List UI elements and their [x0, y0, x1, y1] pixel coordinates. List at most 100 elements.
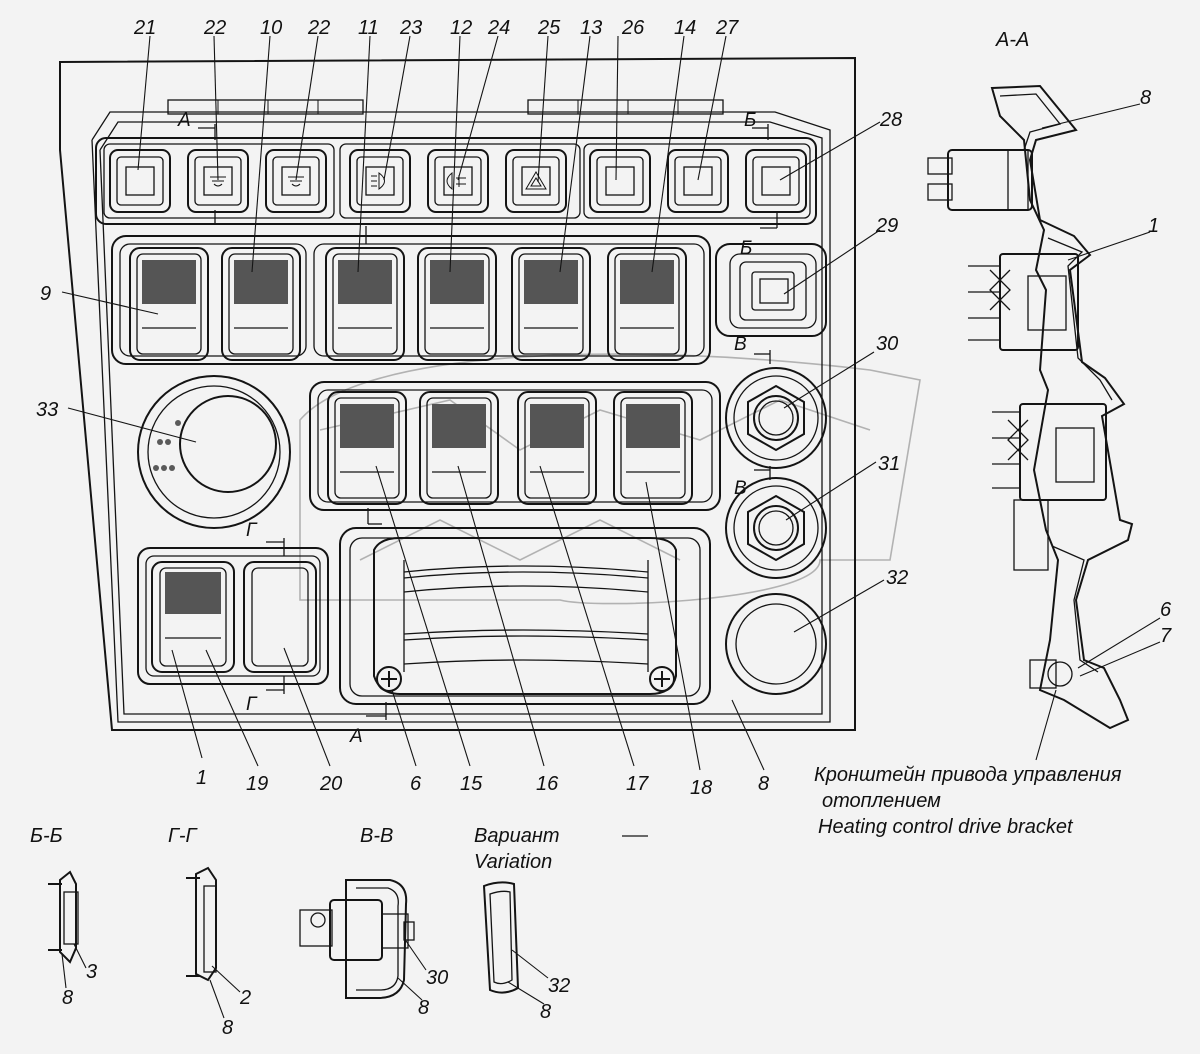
rear-fog-lamp-icon [446, 171, 466, 191]
section-letters: А Б Б В В Г Г А [177, 110, 756, 747]
callout-20: 20 [319, 773, 342, 795]
vv-callout-30: 30 [426, 967, 448, 989]
callout-31: 31 [878, 453, 900, 475]
callout-numbers: 21 22 10 22 11 23 12 24 25 13 26 14 27 2… [36, 17, 908, 799]
variant-title-en: Variation [474, 851, 552, 873]
square-switch-9 [745, 149, 807, 213]
callout-14: 14 [674, 17, 696, 39]
callout-10: 10 [260, 17, 282, 39]
rocker-row-2 [309, 381, 721, 511]
callout-28: 28 [879, 109, 902, 131]
hazard-warning-icon [525, 171, 547, 190]
gg-callout-2: 2 [239, 987, 251, 1009]
gg-callout-8: 8 [222, 1017, 233, 1039]
square-switches [109, 149, 807, 213]
detail-gg [186, 866, 241, 1019]
rocker-switches-row-2 [327, 391, 693, 505]
callout-1: 1 [196, 767, 207, 789]
callout-13: 13 [580, 17, 602, 39]
detail-vv-title: В-В [360, 825, 393, 847]
callout-9: 9 [40, 283, 51, 305]
callout-30: 30 [876, 333, 898, 355]
callout-22: 22 [203, 17, 226, 39]
square-switch-6 [505, 149, 567, 213]
square-switch-2 [187, 149, 249, 213]
leader-lines [61, 35, 885, 771]
section-marks [198, 124, 778, 720]
callout-19: 19 [246, 773, 268, 795]
rocker-switch-row1-5 [511, 247, 591, 361]
square-switch-7 [589, 149, 651, 213]
callout-11: 11 [358, 17, 379, 39]
detail-gg-title: Г-Г [168, 825, 199, 847]
rocker-switch-row1-2 [221, 247, 301, 361]
aa-callout-1: 1 [1148, 215, 1159, 237]
callout-12: 12 [450, 17, 472, 39]
knob-33 [137, 375, 291, 529]
detail-bb-title: Б-Б [30, 825, 63, 847]
bb-callout-8: 8 [62, 987, 73, 1009]
section-a-top: А [177, 110, 191, 131]
switch-29 [715, 243, 827, 337]
rocker-switch-row2-4 [613, 391, 693, 505]
callout-25: 25 [537, 17, 561, 39]
callout-16: 16 [536, 773, 559, 795]
variant-callout-32: 32 [548, 975, 570, 997]
rocker-switch-row2-1 [327, 391, 407, 505]
section-b-top: Б [744, 110, 756, 131]
variant-title-ru: Вариант [474, 825, 560, 847]
section-aa-title: А-А [995, 29, 1029, 51]
detail-variant [482, 881, 549, 1005]
rocker-switch-row1-1 [129, 247, 209, 361]
aa-callout-8: 8 [1140, 87, 1151, 109]
rocker-row-1 [111, 235, 711, 365]
callout-32: 32 [886, 567, 908, 589]
rocker-switch-row2-3 [517, 391, 597, 505]
callout-17: 17 [626, 773, 649, 795]
detail-labels: Б-Б 3 8 Г-Г 2 8 В-В 30 8 Вариант Variati… [30, 825, 570, 1039]
callout-24: 24 [487, 17, 510, 39]
square-switch-3 [265, 149, 327, 213]
rocker-switch-row1-4 [417, 247, 497, 361]
bracket-note-ru-line2: отоплением [822, 790, 941, 812]
detail-vv [299, 879, 427, 1001]
callout-29: 29 [875, 215, 898, 237]
callout-6: 6 [410, 773, 422, 795]
square-switch-5 [427, 149, 489, 213]
rocker-switch-row1-6 [607, 247, 687, 361]
rocker-switches-row-1 [129, 247, 687, 361]
rocker-switch-row2-2 [419, 391, 499, 505]
rocker-switch-row1-3 [325, 247, 405, 361]
variant-callout-8: 8 [540, 1001, 551, 1023]
section-b-mid: Б [740, 238, 752, 259]
section-aa-labels: А-А 8 1 6 7 [995, 29, 1172, 647]
callout-23: 23 [399, 17, 422, 39]
callout-8: 8 [758, 773, 769, 795]
fog-lamp-icon [371, 172, 385, 190]
section-g-bottom: Г [246, 694, 258, 715]
switch-30 [725, 367, 827, 469]
bracket-note-ru-line1: Кронштейн привода управления [814, 764, 1122, 786]
bracket-note-en: Heating control drive bracket [818, 816, 1073, 838]
switch-31 [725, 477, 827, 579]
callout-22-b: 22 [307, 17, 330, 39]
section-aa-view [927, 84, 1161, 761]
section-g-top: Г [246, 520, 258, 541]
callout-33: 33 [36, 399, 58, 421]
callout-26: 26 [621, 17, 645, 39]
aa-callout-7: 7 [1160, 625, 1172, 647]
detail-bb [48, 870, 87, 989]
aa-callout-6: 6 [1160, 599, 1172, 621]
section-v-top: В [734, 334, 747, 355]
square-switch-8 [667, 149, 729, 213]
callout-21: 21 [133, 17, 156, 39]
square-switch-1 [109, 149, 171, 213]
square-switch-4 [349, 149, 411, 213]
vv-callout-8: 8 [418, 997, 429, 1019]
section-a-bottom: А [349, 726, 363, 747]
callout-27: 27 [715, 17, 739, 39]
watermark [299, 353, 921, 605]
storage-tray [339, 527, 711, 705]
